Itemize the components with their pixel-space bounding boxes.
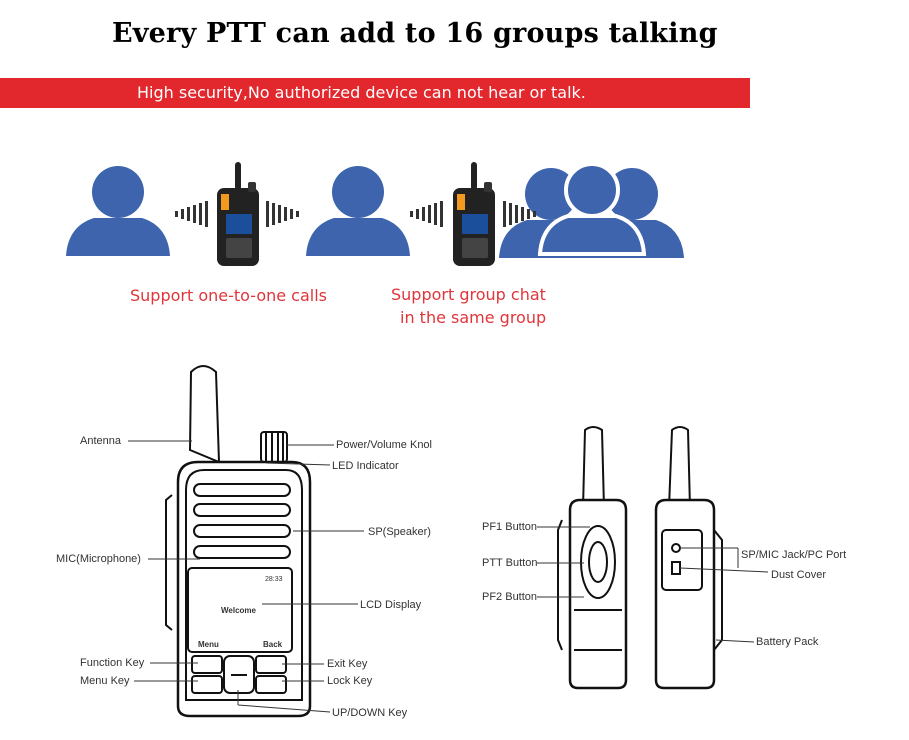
ptt-button-label: PTT Button — [482, 557, 538, 569]
page-title: Every PTT can add to 16 groups talking — [112, 18, 718, 49]
screen-welcome: Welcome — [221, 606, 256, 615]
security-banner: High security,No authorized device can n… — [0, 78, 750, 108]
lock-key-label: Lock Key — [327, 675, 373, 687]
updown-key-label: UP/DOWN Key — [332, 707, 408, 719]
sp-mic-jack-label: SP/MIC Jack/PC Port — [741, 549, 847, 561]
exit-key-label: Exit Key — [327, 658, 368, 670]
lcd-display-label: LCD Display — [360, 599, 422, 611]
sound-wave-icon — [175, 201, 536, 227]
dust-cover-label: Dust Cover — [771, 569, 827, 581]
screen-back-softkey: Back — [263, 640, 283, 649]
pf2-button-label: PF2 Button — [482, 591, 538, 603]
pf1-button-label: PF1 Button — [482, 521, 538, 533]
screen-menu-softkey: Menu — [198, 640, 219, 649]
power-volume-label: Power/Volume Knol — [336, 439, 432, 451]
speaker-label: SP(Speaker) — [368, 526, 431, 538]
group-chat-caption-line2: in the same group — [400, 308, 547, 327]
microphone-label: MIC(Microphone) — [56, 553, 141, 565]
menu-key-label: Menu Key — [80, 675, 130, 687]
group-chat-caption-line1: Support group chat — [391, 285, 546, 304]
one-to-one-caption: Support one-to-one calls — [130, 286, 327, 305]
battery-pack-label: Battery Pack — [756, 636, 819, 648]
led-indicator-label: LED Indicator — [332, 460, 399, 472]
antenna-label: Antenna — [80, 435, 121, 447]
screen-time: 28:33 — [265, 576, 283, 583]
function-key-label: Function Key — [80, 657, 145, 669]
communication-illustration — [66, 162, 684, 266]
